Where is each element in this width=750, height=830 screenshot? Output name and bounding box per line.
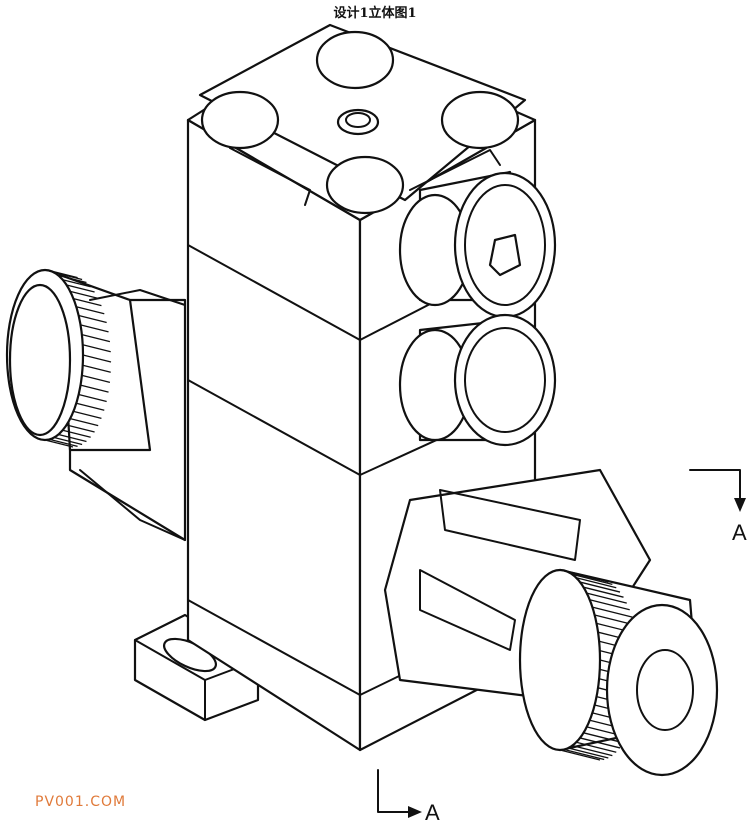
- right-knob: [383, 468, 719, 777]
- upper-port-hex: [398, 170, 557, 319]
- watermark: PV001.COM: [35, 794, 127, 810]
- section-arrow-right: [689, 469, 746, 512]
- left-knob: [5, 268, 187, 542]
- figure-title: 设计1立体图1: [333, 6, 417, 21]
- section-arrow-bottom: [377, 769, 422, 818]
- section-label-right: A: [732, 520, 747, 545]
- lower-port: [398, 313, 557, 447]
- section-label-bottom: A: [425, 800, 440, 825]
- top-plate: [186, 23, 537, 222]
